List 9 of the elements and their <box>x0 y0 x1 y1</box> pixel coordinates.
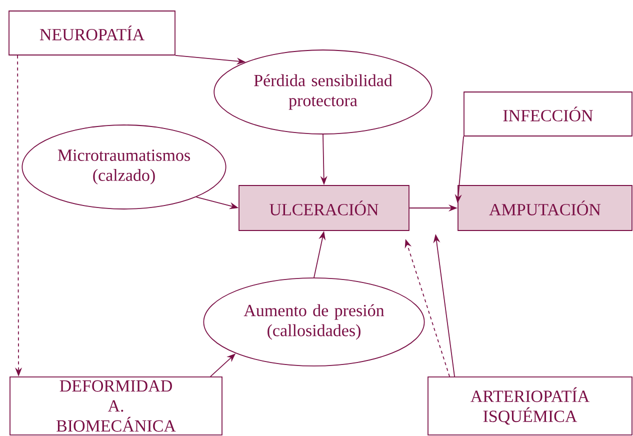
process-box: NEUROPATÍA <box>8 10 176 56</box>
process-box: ULCERACIÓN <box>238 185 410 231</box>
process-box: INFECCIÓN <box>464 92 632 136</box>
ellipse-node: Aumento de presión (callosidades) <box>203 278 425 366</box>
ellipse-node: Pérdida sensibilidad protectora <box>214 50 432 134</box>
process-box: AMPUTACIÓN <box>458 185 632 231</box>
process-box: ARTERIOPATÍA ISQUÉMICA <box>428 376 632 436</box>
process-box: DEFORMIDAD A. BIOMECÁNICA <box>10 376 222 436</box>
ellipse-node: Microtraumatismos (calzado) <box>22 124 226 210</box>
